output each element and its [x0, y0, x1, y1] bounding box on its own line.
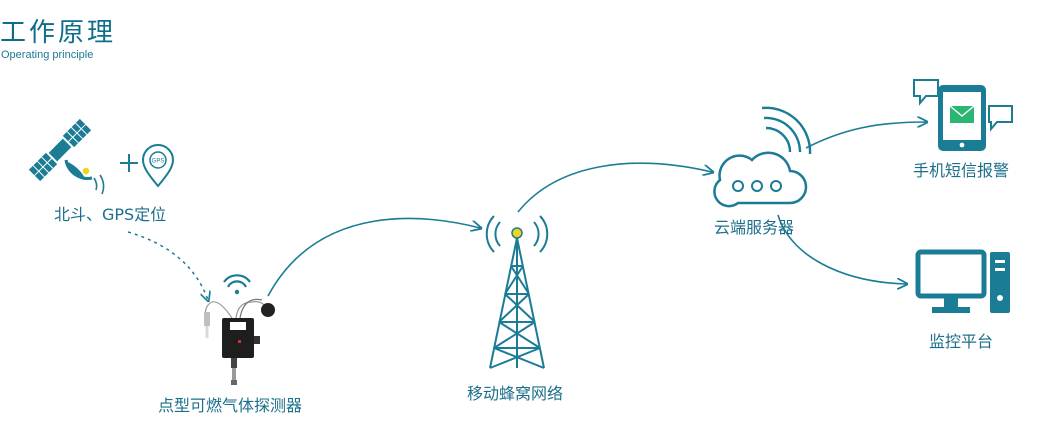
phone-sms-icon — [913, 79, 1013, 151]
gps-badge-text: GPS — [152, 159, 165, 165]
detector-to-tower-arrow — [267, 217, 480, 297]
tower-to-cloud-arrow — [517, 162, 712, 213]
gps-pin-icon: GPS — [141, 144, 175, 188]
cloud-to-monitor-arrow — [777, 214, 906, 284]
gas-detector-icon — [204, 274, 275, 385]
monitor-platform-icon — [915, 249, 1010, 313]
cell-tower-icon — [485, 215, 549, 369]
cloud-label: 云端服务器 — [714, 218, 795, 237]
page-subtitle: Operating principle — [1, 49, 94, 61]
page-title: 工作原理 — [0, 18, 117, 48]
satellite-label: 北斗、GPS定位 — [54, 205, 167, 224]
detector-label: 点型可燃气体探测器 — [158, 396, 303, 415]
monitor-label: 监控平台 — [929, 332, 994, 351]
satellite-icon — [28, 118, 105, 195]
cloud-server-icon — [713, 106, 812, 208]
tower-label: 移动蜂窝网络 — [467, 384, 564, 403]
cloud-to-phone-arrow — [805, 122, 926, 149]
phone-label: 手机短信报警 — [913, 161, 1010, 180]
gps-to-detector-arrow — [127, 231, 208, 300]
plus-icon — [120, 154, 138, 172]
